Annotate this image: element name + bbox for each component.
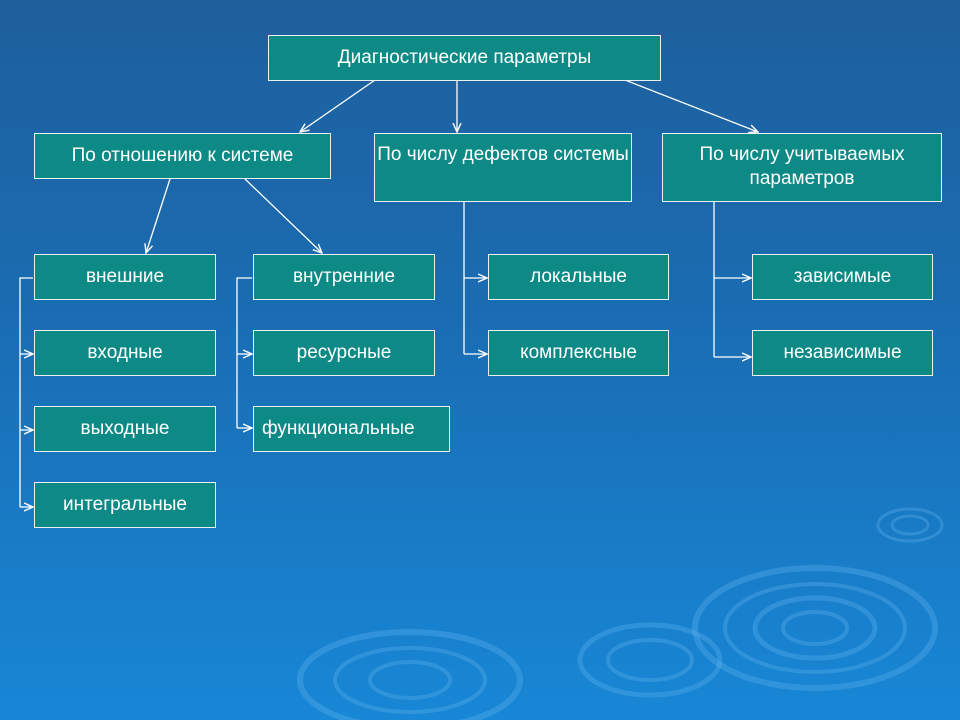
node-integral: интегральные xyxy=(34,482,216,528)
node-independent: независимые xyxy=(752,330,933,376)
arrow-system-to-external xyxy=(146,178,171,253)
root-node: Диагностические параметры xyxy=(268,35,661,81)
node-output: выходные xyxy=(34,406,216,452)
arrow-root-to-system xyxy=(300,79,376,132)
arrow-root-to-params xyxy=(624,79,758,132)
node-local: локальные xyxy=(488,254,669,300)
bracket-external xyxy=(19,277,33,507)
category-system-relation: По отношению к системе xyxy=(34,133,331,179)
category-defects: По числу дефектов системы xyxy=(374,133,632,202)
category-params: По числу учитываемых параметров xyxy=(662,133,942,202)
node-dependent: зависимые xyxy=(752,254,933,300)
node-complex: комплексные xyxy=(488,330,669,376)
node-external: внешние xyxy=(34,254,216,300)
node-input: входные xyxy=(34,330,216,376)
node-internal: внутренние xyxy=(253,254,435,300)
bracket-internal xyxy=(236,277,252,428)
arrow-system-to-internal xyxy=(244,178,322,253)
node-resource: ресурсные xyxy=(253,330,435,376)
node-functional: функциональные xyxy=(253,406,450,452)
